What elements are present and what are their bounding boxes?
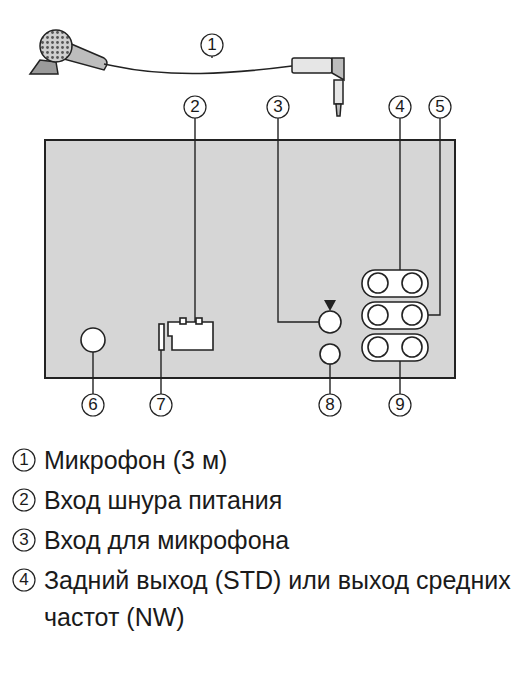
antenna-jack (81, 328, 105, 352)
callout-number: 4 (12, 570, 36, 590)
legend-text: Задний выход (STD) или выход средних час… (44, 562, 520, 636)
legend-text: Микрофон (3 м) (44, 442, 520, 479)
callout-number: 5 (428, 97, 452, 117)
callout-number: 3 (266, 97, 290, 117)
callout-number: 3 (12, 530, 36, 550)
callout-number: 9 (388, 395, 412, 415)
callout-number: 7 (149, 395, 173, 415)
legend-text: Вход шнура питания (44, 482, 520, 519)
jack (320, 344, 340, 364)
callout-number: 2 (183, 97, 207, 117)
callout-number: 8 (318, 395, 342, 415)
insert-arrow (324, 300, 336, 311)
callout-number: 1 (200, 35, 224, 55)
callout-number: 2 (12, 490, 36, 510)
power-connector (168, 322, 213, 350)
rca-pair (362, 270, 428, 297)
rca-pair (362, 302, 428, 329)
rear-panel (45, 140, 455, 378)
callout-number: 1 (12, 450, 36, 470)
callout-number: 6 (81, 395, 105, 415)
legend-text: Вход для микрофона (44, 522, 520, 559)
leader-lines (93, 56, 440, 394)
mic-jack (319, 311, 341, 333)
rca-pair (362, 334, 428, 361)
callout-number: 4 (388, 97, 412, 117)
